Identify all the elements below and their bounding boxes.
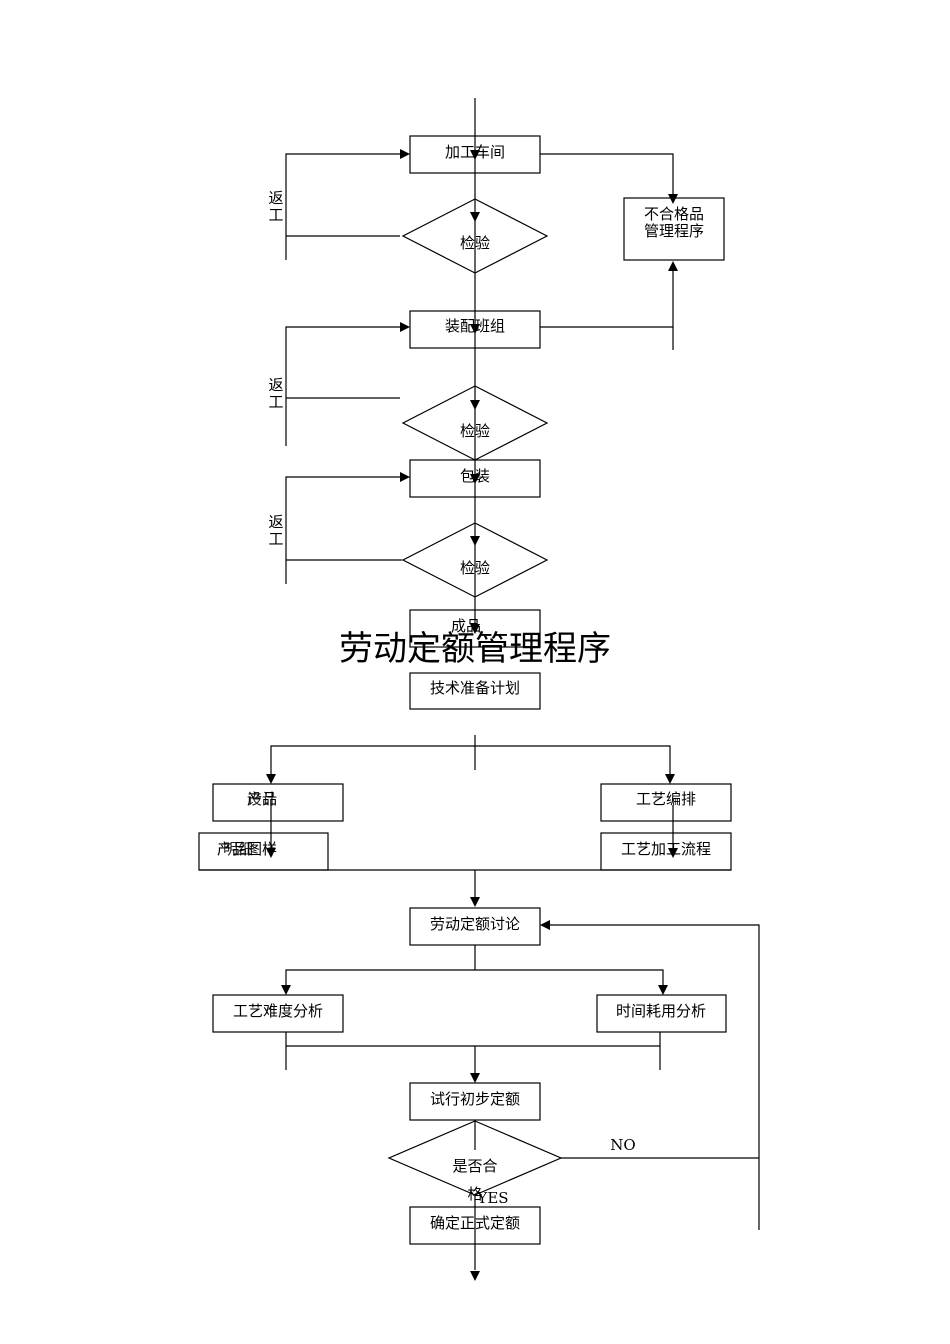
finished-product-box xyxy=(409,609,541,648)
product-design-overlap: 设计 xyxy=(247,790,277,808)
assembly-team-label: 装配班组 xyxy=(445,317,505,335)
process-arrange-label: 工艺编排 xyxy=(636,790,696,808)
inspection-label-2: 检验 xyxy=(460,422,490,440)
rework-loop-3 xyxy=(285,476,402,584)
assembly-team-box xyxy=(409,310,541,349)
trial-quota-label: 试行初步定额 xyxy=(430,1090,520,1108)
final-quota-label: 确定正式定额 xyxy=(430,1214,520,1232)
inspection-label-1: 检验 xyxy=(460,234,490,252)
arrowhead xyxy=(470,536,480,546)
tech-prep-plan-box xyxy=(409,672,541,710)
labor-quota-discussion-label: 劳动定额讨论 xyxy=(430,915,520,933)
split-horizontal-line xyxy=(270,745,671,778)
arrowhead xyxy=(400,149,410,159)
arrowhead xyxy=(540,920,550,930)
arrowhead xyxy=(470,474,480,484)
inspection-diamond-1 xyxy=(401,198,549,274)
time-analysis-box xyxy=(596,994,727,1033)
final-quota-box xyxy=(409,1206,541,1245)
product-design-box xyxy=(212,783,344,822)
arrowhead xyxy=(266,774,276,784)
arrowhead xyxy=(470,400,480,410)
arrowhead xyxy=(470,1271,480,1281)
arrowhead xyxy=(470,897,480,907)
machining-workshop-label: 加工车间 xyxy=(445,143,505,161)
qualified-question-line2: 格 xyxy=(467,1185,482,1203)
rework-label-2a: 返 xyxy=(268,376,283,394)
arrowhead xyxy=(668,848,678,858)
packaging-label: 包装 xyxy=(460,467,490,485)
yes-label: YES xyxy=(476,1189,508,1207)
rework-label-1a: 返 xyxy=(268,189,283,207)
arrowhead xyxy=(668,194,678,204)
time-analysis-label: 时间耗用分析 xyxy=(616,1002,706,1020)
arrowhead xyxy=(400,472,410,482)
no-label: NO xyxy=(610,1136,635,1154)
rework-loop-2 xyxy=(285,326,402,446)
arrowhead xyxy=(470,1073,480,1083)
feedback-loop-line xyxy=(548,924,760,1230)
rework-loop-1 xyxy=(285,153,402,260)
tech-prep-plan-label: 技术准备计划 xyxy=(430,679,520,697)
finished-product-label: 成品 xyxy=(451,617,481,635)
page-title: 劳动定额管理程序 xyxy=(339,629,611,669)
drawing-detail-overlap: 明细 xyxy=(223,840,253,858)
packaging-box xyxy=(409,459,541,498)
upper-flow: 加工车间 检验 不合格品 管理程序 装配班组 检验 包装 检验 成品 返 工 返… xyxy=(268,98,725,648)
process-flow-label: 工艺加工流程 xyxy=(621,840,711,858)
qualified-decision-diamond xyxy=(387,1120,563,1196)
lower-flow: 劳动定额管理程序 技术准备计划 产品 设计 工艺编排 产品图样 明细 工艺加工流… xyxy=(198,629,760,1281)
arrowhead xyxy=(470,324,480,334)
product-design-label: 产品 xyxy=(247,790,277,808)
arrowhead xyxy=(400,322,410,332)
arrowhead xyxy=(470,150,480,160)
rework-label-2b: 工 xyxy=(268,393,283,411)
rework-label-3a: 返 xyxy=(268,513,283,531)
qualified-question-line1: 是否合 xyxy=(452,1157,497,1175)
split2-horizontal-line xyxy=(285,969,664,988)
to-nonconforming-line xyxy=(540,153,674,200)
inspection-label-3: 检验 xyxy=(460,559,490,577)
arrowhead xyxy=(658,985,668,995)
arrowhead xyxy=(665,774,675,784)
arrowhead xyxy=(470,624,480,634)
machining-workshop-box xyxy=(409,135,541,174)
arrowhead xyxy=(266,848,276,858)
drawing-detail-label: 产品图样 xyxy=(217,840,277,858)
nonconforming-label-line2: 管理程序 xyxy=(644,222,704,240)
process-difficulty-label: 工艺难度分析 xyxy=(233,1002,323,1020)
arrowhead xyxy=(668,261,678,271)
process-arrange-box xyxy=(600,783,732,822)
arrowhead xyxy=(281,985,291,995)
inspection-diamond-3 xyxy=(401,522,549,598)
arrowhead xyxy=(470,212,480,222)
rework-label-1b: 工 xyxy=(268,206,283,224)
nonconforming-label-line1: 不合格品 xyxy=(644,205,704,223)
nonconforming-box xyxy=(623,197,725,261)
rework-label-3b: 工 xyxy=(268,530,283,548)
process-difficulty-box xyxy=(212,994,344,1033)
